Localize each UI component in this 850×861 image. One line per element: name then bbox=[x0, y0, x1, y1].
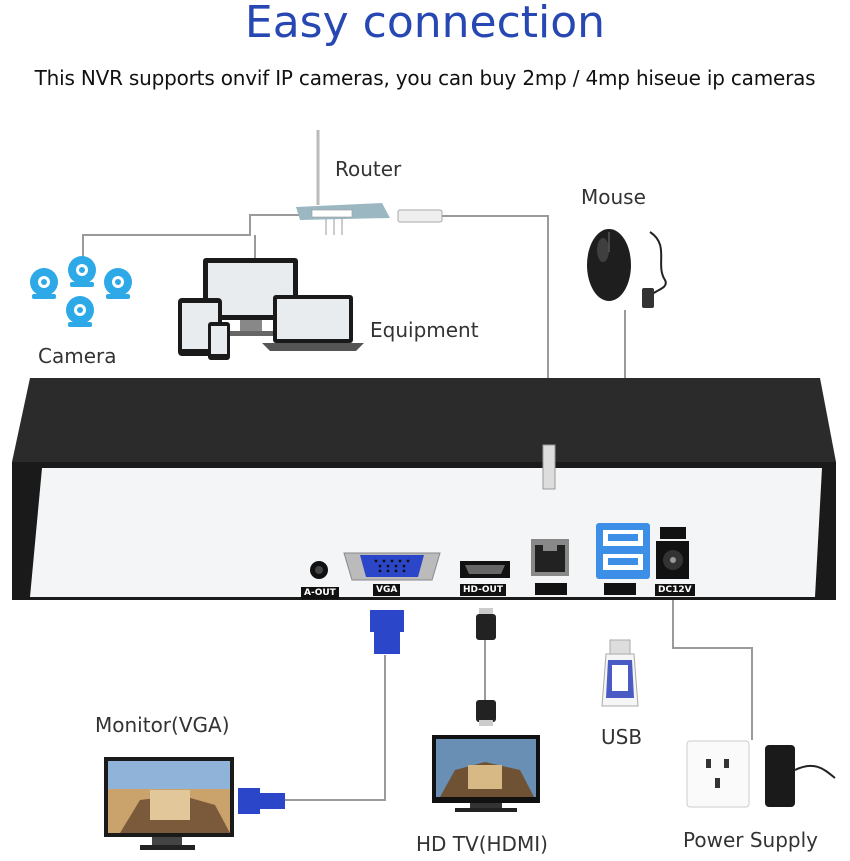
page-title: Easy connection bbox=[244, 0, 606, 48]
router-label: Router bbox=[335, 157, 402, 181]
equipment-label: Equipment bbox=[370, 318, 479, 342]
power-supply-icon bbox=[686, 740, 836, 808]
hdtv-icon bbox=[432, 735, 540, 812]
page-subtitle: This NVR supports onvif IP cameras, you … bbox=[34, 66, 816, 90]
nvr-device bbox=[12, 378, 836, 600]
aout-port-label: A-OUT bbox=[301, 587, 339, 599]
usb-stick-icon bbox=[601, 639, 639, 707]
vga-connector-icon bbox=[370, 610, 404, 654]
camera-label: Camera bbox=[38, 344, 117, 368]
vga-port-label: VGA bbox=[373, 584, 401, 596]
router-icon bbox=[296, 130, 443, 235]
equipment-icon bbox=[178, 258, 364, 360]
camera-icon bbox=[30, 256, 132, 327]
usb-label: USB bbox=[601, 725, 643, 749]
hdtv-label: HD TV(HDMI) bbox=[416, 832, 548, 856]
mouse-icon bbox=[587, 229, 667, 308]
camera-cable bbox=[82, 214, 300, 262]
monitor-icon bbox=[104, 757, 285, 850]
monitor-label: Monitor(VGA) bbox=[95, 713, 230, 737]
dc-port-label: DC12V bbox=[655, 584, 695, 596]
hdout-port-label: HD-OUT bbox=[460, 584, 507, 596]
vga-cable bbox=[285, 655, 386, 801]
power-label: Power Supply bbox=[683, 828, 818, 852]
mouse-label: Mouse bbox=[581, 185, 646, 209]
power-cable bbox=[672, 580, 753, 740]
hdmi-connector-icon bbox=[476, 608, 496, 726]
lan-cable bbox=[440, 215, 549, 455]
